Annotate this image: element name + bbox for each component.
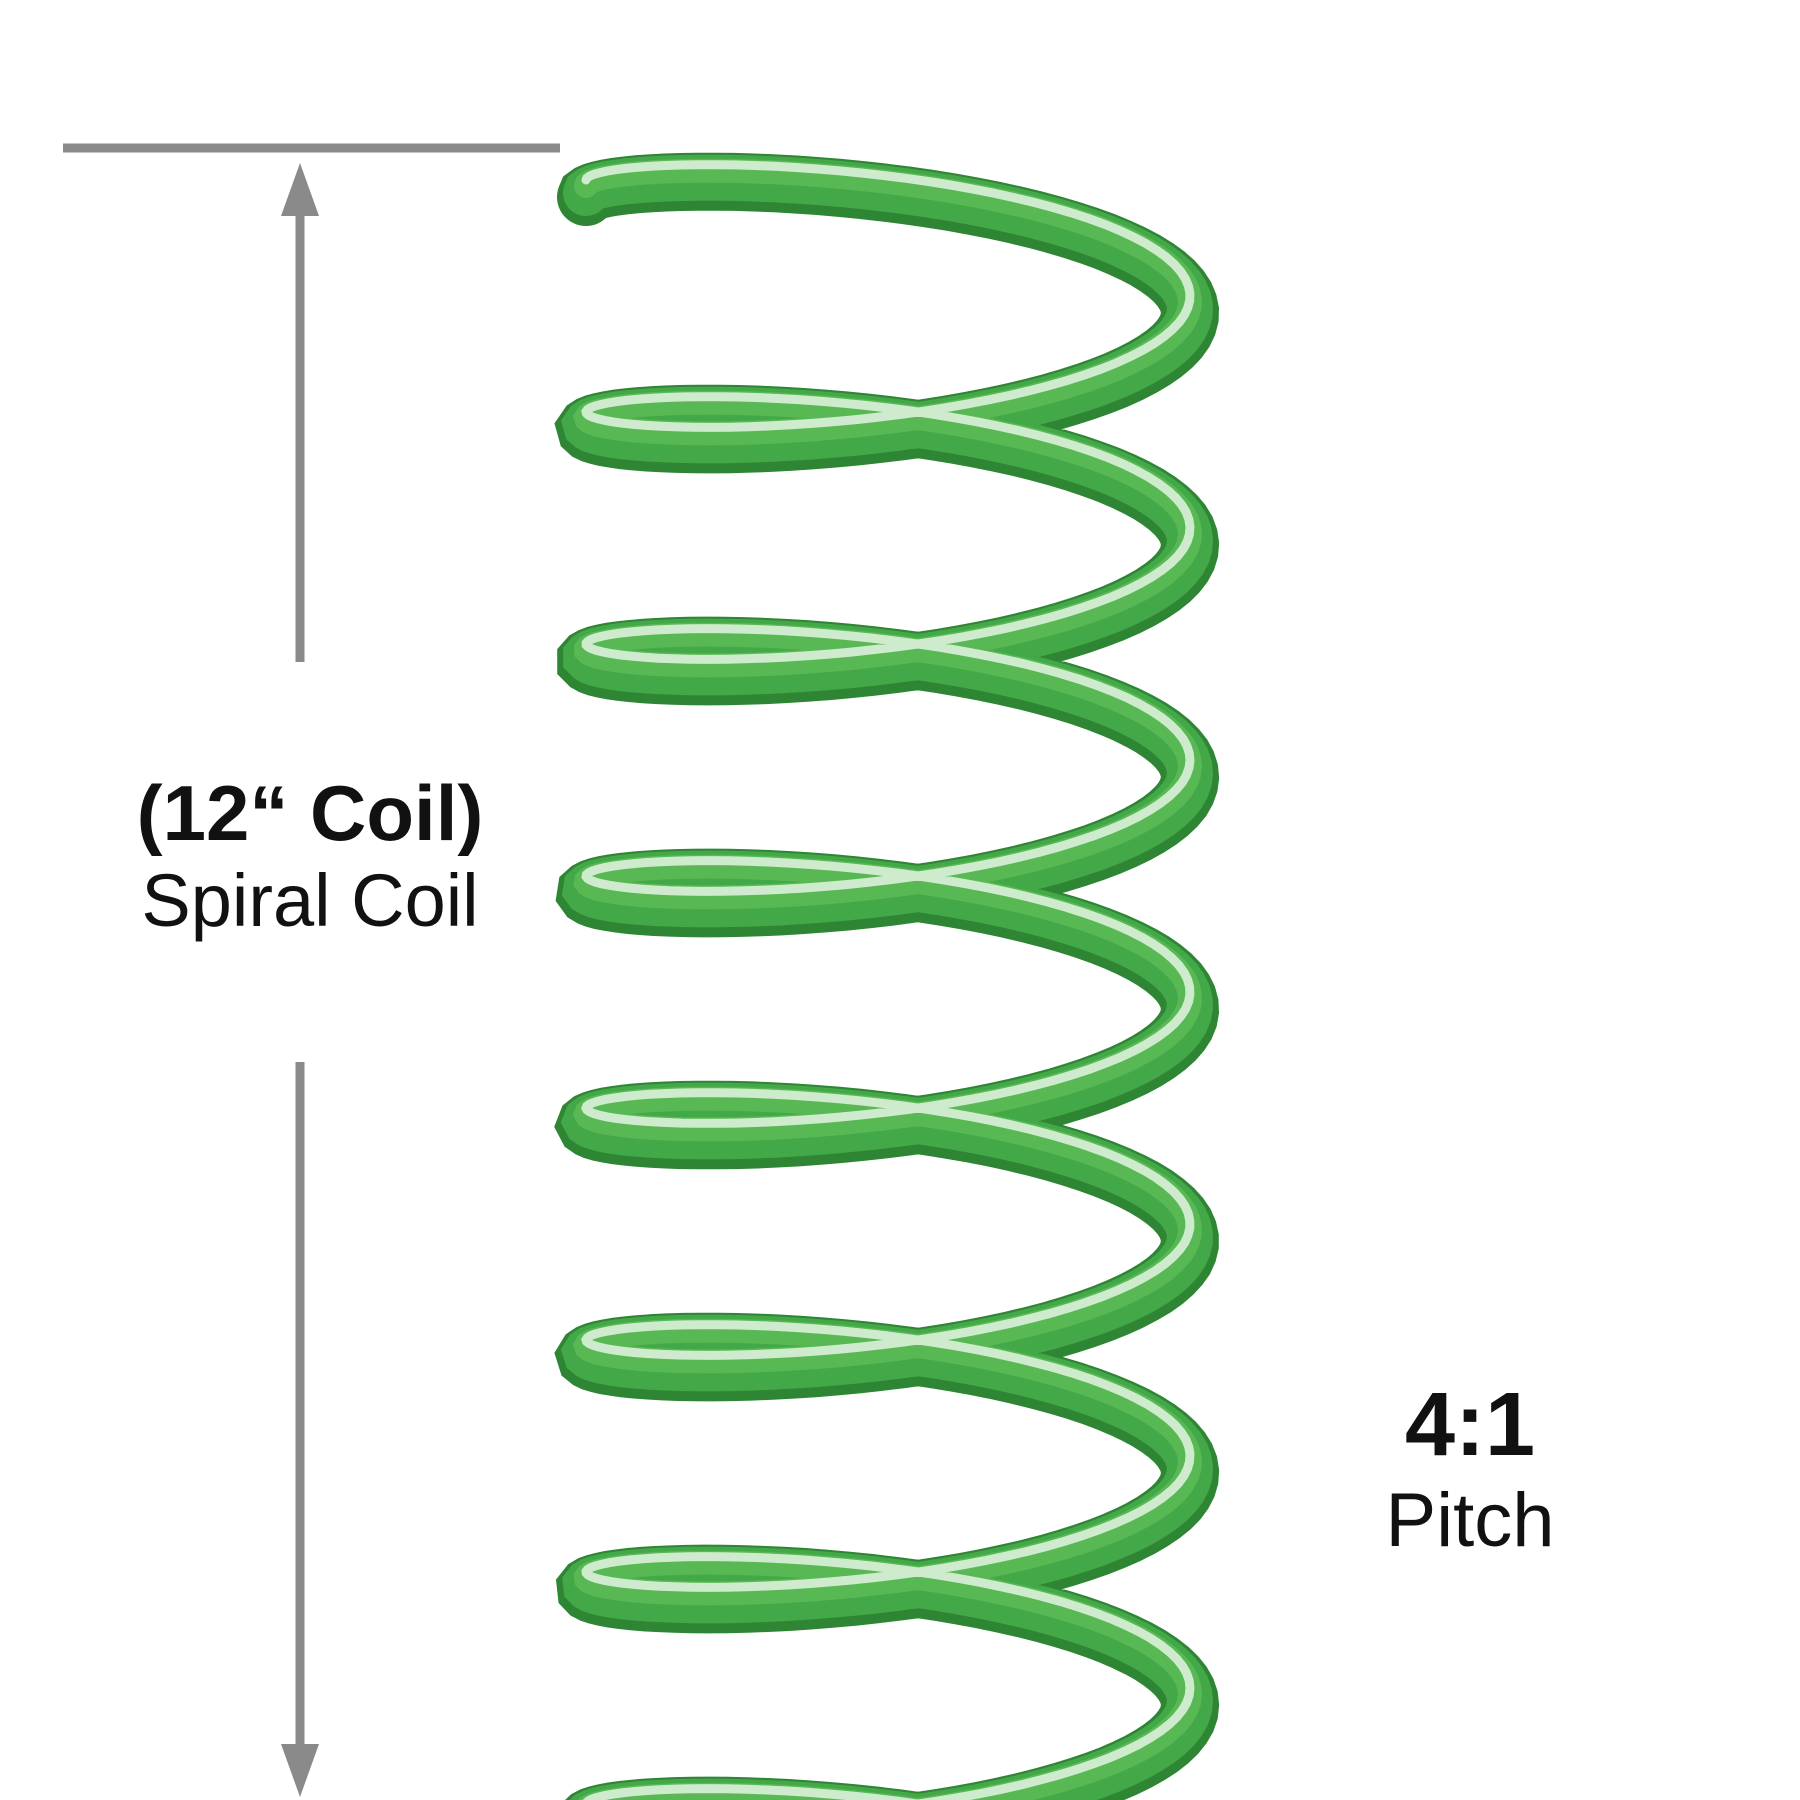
coil-label-block: (12“ Coil) Spiral Coil <box>55 769 565 945</box>
pitch-unit-label: Pitch <box>1385 1477 1555 1563</box>
vertical-dimension-arrow-icon <box>281 163 319 1797</box>
coil-tube-gloss <box>581 160 1195 1800</box>
pitch-value-label: 4:1 <box>1404 1375 1536 1475</box>
coil-size-label: (12“ Coil) <box>136 769 484 857</box>
pitch-label-block: 4:1 Pitch <box>1275 1378 1665 1568</box>
coil-type-label: Spiral Coil <box>141 859 479 943</box>
spiral-coil-icon <box>554 152 1220 1800</box>
